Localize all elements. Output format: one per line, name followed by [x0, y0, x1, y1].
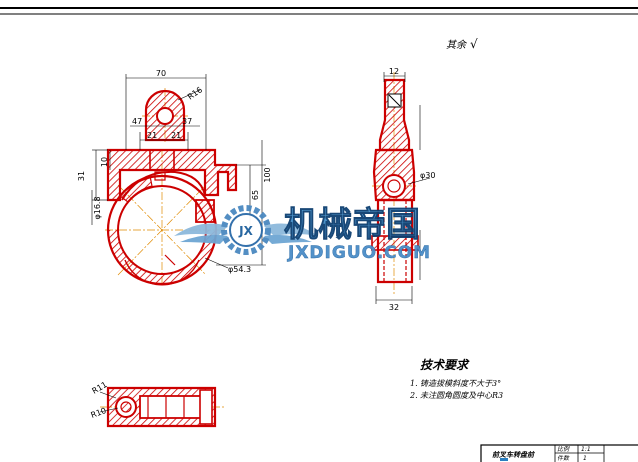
watermark-logo-letters: JX	[238, 224, 253, 238]
dim-hole-dia: φ16.8	[93, 196, 102, 219]
tech-item-1-num: 1.	[410, 379, 418, 388]
tech-item-2-text: 未注圆角圆度及中心R3	[420, 391, 503, 400]
dim-span-b: 21	[171, 131, 181, 140]
watermark-url: JXDIGUO.COM	[287, 243, 431, 263]
watermark: JX 机械帝国 JXDIGUO.COM	[174, 205, 431, 263]
title-block-name: 前叉车转盘前	[492, 450, 536, 459]
title-block-scale-label: 比例	[557, 445, 570, 453]
roughness-note: 其余 √	[446, 37, 478, 51]
tech-item-1-text: 铸造拔模斜度不大于3°	[420, 379, 501, 388]
side-dimensions	[375, 72, 431, 304]
title-block: 前叉车转盘前 比例 1:1 件数 1	[480, 444, 638, 462]
roughness-label: 其余	[446, 39, 468, 51]
side-view	[371, 72, 419, 296]
dim-side-bottom: 32	[389, 303, 399, 312]
dim-left-offset: 47	[132, 117, 142, 126]
dim-side-dia: φ30	[420, 171, 435, 180]
watermark-brand: 机械帝国	[284, 205, 420, 245]
sheet-border	[0, 7, 638, 15]
dim-side-top: 12	[389, 67, 399, 76]
title-block-qty-label: 件数	[557, 454, 570, 462]
dim-height-a: 10	[100, 157, 109, 167]
dim-span-a: 21	[147, 131, 157, 140]
tech-item-2-num: 2.	[409, 391, 418, 400]
dim-plan-r1: R11	[91, 380, 109, 396]
front-view	[105, 88, 238, 286]
dim-front-width: 70	[156, 69, 166, 78]
title-block-qty-value: 1	[583, 455, 587, 462]
dim-height-total: 31	[77, 171, 86, 181]
title-block-scale-value: 1:1	[581, 446, 591, 453]
tech-requirements-title: 技术要求	[420, 358, 470, 372]
dim-plan-r2: R10	[90, 406, 108, 420]
tech-requirements: 技术要求 1. 铸造拔模斜度不大于3° 2. 未注圆角圆度及中心R3	[409, 358, 503, 400]
dim-height-full: 100	[263, 167, 272, 182]
dim-height-mid: 65	[251, 190, 260, 200]
roughness-symbol-icon: √	[470, 37, 478, 51]
plan-view	[100, 386, 225, 428]
dim-radius-top: R16	[186, 85, 204, 101]
dim-bore-dia: φ54.3	[228, 265, 251, 274]
front-dimensions	[91, 74, 266, 269]
front-housing	[106, 148, 238, 202]
dim-right-offset: 37	[182, 117, 192, 126]
plan-dimensions	[99, 391, 119, 413]
